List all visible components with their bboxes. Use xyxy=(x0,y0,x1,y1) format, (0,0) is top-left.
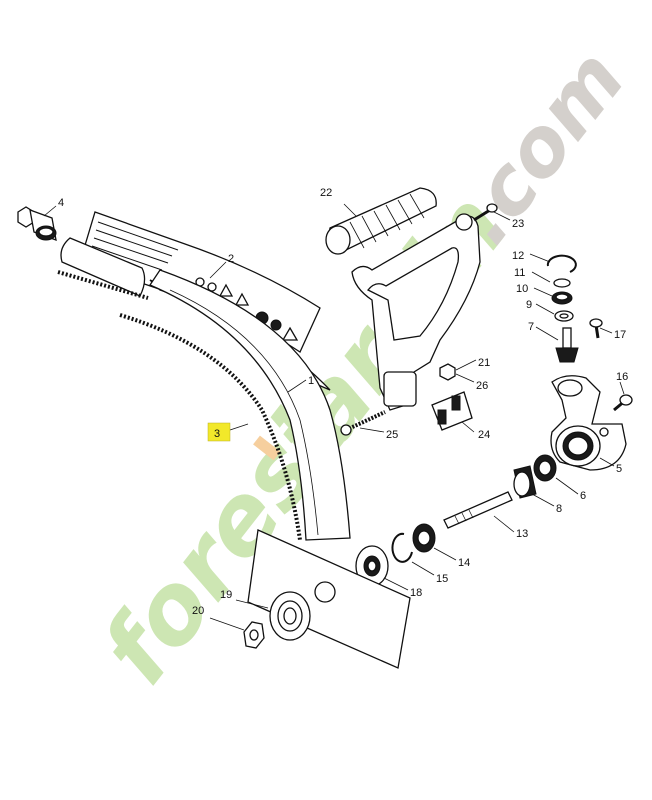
label-18: 18 xyxy=(410,587,422,599)
part-8-bevel-gear xyxy=(513,465,537,499)
part-1-shaft-tube xyxy=(149,269,351,541)
label-19: 19 xyxy=(220,589,232,601)
part-2-label xyxy=(79,211,321,353)
part-13-spindle xyxy=(443,491,513,529)
label-15: 15 xyxy=(436,573,448,585)
part-24-clamp xyxy=(431,391,473,431)
part-4-plug xyxy=(17,206,57,241)
label-7: 7 xyxy=(528,321,534,333)
part-9-washer xyxy=(554,310,574,322)
part-16-screw xyxy=(613,394,633,412)
label-26: 26 xyxy=(476,380,488,392)
label-22: 22 xyxy=(320,187,332,199)
part-11-ring xyxy=(553,278,571,288)
label-3: 3 xyxy=(214,428,220,440)
part-labels: 4 2 1 3 22 23 12 11 10 9 7 17 16 5 6 8 1… xyxy=(58,187,628,617)
label-14: 14 xyxy=(458,557,470,569)
label-20: 20 xyxy=(192,605,204,617)
part-3-drive-shaft xyxy=(57,270,302,541)
part-10-bearing xyxy=(551,291,573,305)
label-16: 16 xyxy=(616,371,628,383)
part-25-screw xyxy=(340,410,386,436)
label-6: 6 xyxy=(580,490,586,502)
part-26-nut xyxy=(439,363,456,381)
part-17-screw xyxy=(589,318,603,339)
label-5: 5 xyxy=(616,463,622,475)
label-23: 23 xyxy=(512,218,524,230)
label-12: 12 xyxy=(512,250,524,262)
highlight-box xyxy=(207,422,231,442)
part-12-circlip xyxy=(546,254,577,273)
label-8: 8 xyxy=(556,503,562,515)
part-6-bearing xyxy=(533,454,557,482)
part-18-thrust-washer xyxy=(355,545,389,587)
label-13: 13 xyxy=(516,528,528,540)
part-21-loop-handle xyxy=(351,213,481,411)
label-17: 17 xyxy=(614,329,626,341)
label-21: 21 xyxy=(478,357,490,369)
leader-lines xyxy=(43,203,625,631)
label-10: 10 xyxy=(516,283,528,295)
part-22-grip xyxy=(325,187,437,255)
part-15-circlip xyxy=(391,532,413,563)
label-11: 11 xyxy=(514,267,525,279)
part-20-nut xyxy=(243,621,265,649)
label-1: 1 xyxy=(308,375,314,387)
part-19-thrust-plate xyxy=(269,591,311,641)
cutting-blade xyxy=(247,529,411,669)
label-4: 4 xyxy=(58,197,64,209)
part-23-screw xyxy=(473,203,498,222)
part-5-gear-housing xyxy=(550,375,627,471)
part-7-pinion xyxy=(555,327,579,363)
label-2: 2 xyxy=(228,253,234,265)
part-14-bearing xyxy=(412,523,436,553)
label-9: 9 xyxy=(526,299,532,311)
label-24: 24 xyxy=(478,429,490,441)
label-25: 25 xyxy=(386,429,398,441)
